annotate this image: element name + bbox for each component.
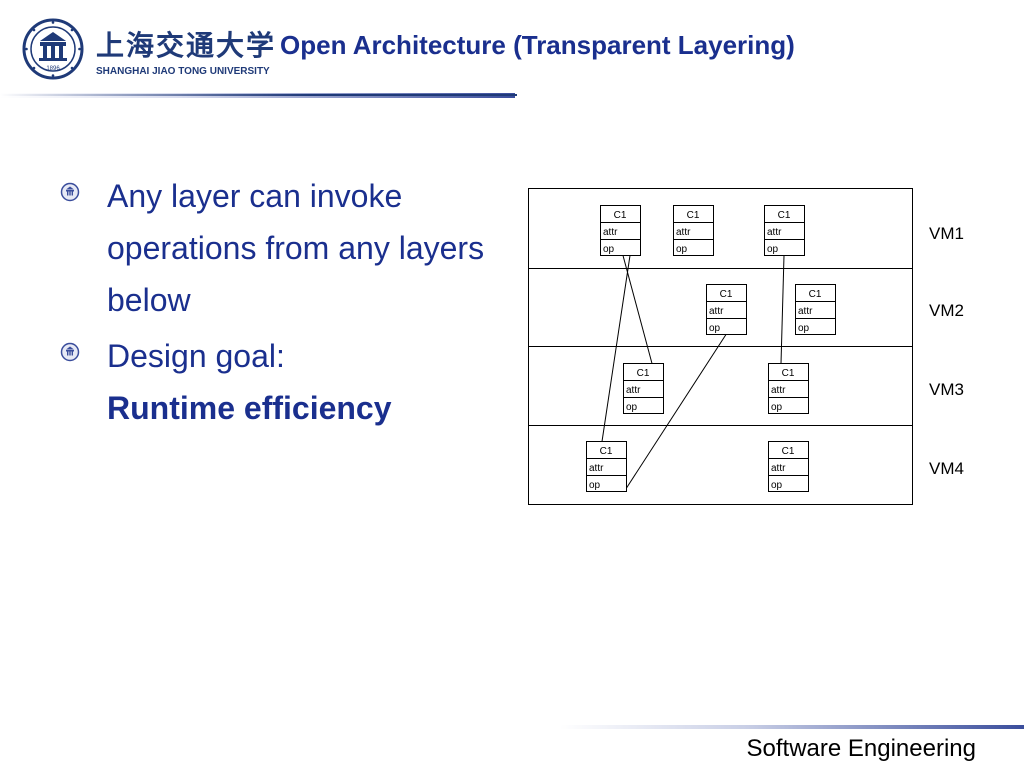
- class-box: C1 attr op: [623, 363, 664, 414]
- class-op: op: [771, 480, 783, 491]
- class-op: op: [798, 323, 810, 334]
- class-attr: attr: [709, 306, 724, 317]
- class-attr: attr: [767, 227, 782, 238]
- class-op: op: [626, 402, 638, 413]
- class-name: C1: [782, 446, 795, 457]
- class-attr: attr: [771, 463, 786, 474]
- class-box: C1 attr op: [768, 441, 809, 492]
- class-attr: attr: [676, 227, 691, 238]
- footer-rule: [560, 725, 1024, 729]
- class-box: C1 attr op: [768, 363, 809, 414]
- class-box: C1 attr op: [600, 205, 641, 256]
- bullet-list: Any layer can invoke operations from any…: [58, 170, 498, 434]
- logo-chinese-name: 上海交通大学: [96, 29, 277, 62]
- class-op: op: [603, 244, 615, 255]
- class-box: C1 attr op: [795, 284, 836, 335]
- class-box: C1 attr op: [586, 441, 627, 492]
- class-op: op: [767, 244, 779, 255]
- class-name: C1: [720, 289, 733, 300]
- class-name: C1: [614, 210, 627, 221]
- university-seal-icon: 1896: [22, 18, 84, 80]
- footer-course-title: Software Engineering: [746, 735, 976, 762]
- layer-label-vm1: VM1: [929, 224, 964, 243]
- call-connector: [780, 255, 785, 364]
- slide-title: Open Architecture (Transparent Layering): [280, 30, 795, 60]
- class-attr: attr: [589, 463, 604, 474]
- layer-label-vm2: VM2: [929, 301, 964, 320]
- class-name: C1: [637, 368, 650, 379]
- layer-label-vm4: VM4: [929, 459, 964, 478]
- bullet-text: Design goal: Runtime efficiency: [107, 330, 498, 434]
- class-box: C1 attr op: [673, 205, 714, 256]
- class-op: op: [771, 402, 783, 413]
- bullet-text: Any layer can invoke operations from any…: [107, 178, 485, 318]
- header-rule-accent: [0, 94, 517, 96]
- class-box: C1 attr op: [764, 205, 805, 256]
- class-name: C1: [687, 210, 700, 221]
- class-name: C1: [782, 368, 795, 379]
- layer-label-vm3: VM3: [929, 380, 964, 399]
- bullet-item: Design goal: Runtime efficiency: [58, 330, 498, 434]
- class-name: C1: [600, 446, 613, 457]
- call-connector: [601, 255, 631, 442]
- university-logo: 1896 上海交通大学 SHANGHAI JIAO TONG UNIVERSIT…: [22, 18, 274, 88]
- class-op: op: [709, 323, 721, 334]
- bullet-emphasis: Runtime efficiency: [107, 390, 392, 426]
- class-name: C1: [778, 210, 791, 221]
- bullet-item: Any layer can invoke operations from any…: [58, 170, 498, 326]
- call-connector: [626, 334, 727, 489]
- class-op: op: [589, 480, 601, 491]
- bullet-seal-icon: [60, 182, 80, 202]
- call-connector: [622, 255, 653, 364]
- bullet-text-line: Design goal:: [107, 338, 285, 374]
- logo-english-name: SHANGHAI JIAO TONG UNIVERSITY: [96, 66, 270, 77]
- class-attr: attr: [798, 306, 813, 317]
- class-op: op: [676, 244, 688, 255]
- class-attr: attr: [771, 385, 786, 396]
- class-attr: attr: [603, 227, 618, 238]
- class-name: C1: [809, 289, 822, 300]
- class-box: C1 attr op: [706, 284, 747, 335]
- class-attr: attr: [626, 385, 641, 396]
- seal-year: 1896: [46, 66, 60, 72]
- bullet-seal-icon: [60, 342, 80, 362]
